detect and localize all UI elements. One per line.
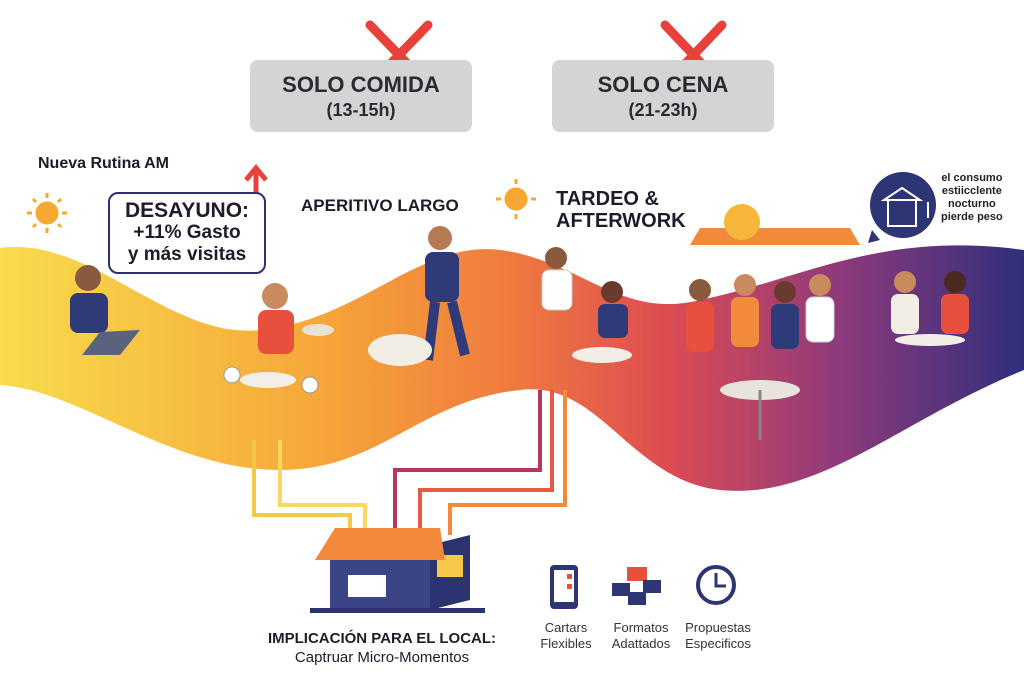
dinner-only-box: SOLO CENA (21-23h) (552, 60, 774, 132)
dinner-only-hours: (21-23h) (628, 100, 698, 120)
night-note-line: nocturno (948, 198, 996, 210)
feature-label: Cartars (544, 620, 588, 635)
feature-label: Propuestas (685, 620, 751, 635)
desayuno-stat: +11% Gasto (133, 222, 241, 243)
connector-line (418, 390, 554, 535)
lunch-only-box: SOLO COMIDA (13-15h) (250, 60, 472, 132)
night-note: el consumo estiicclente nocturno pierde … (941, 172, 1003, 224)
boxes-icon (612, 567, 661, 605)
tardeo-group-illustration (541, 247, 632, 363)
tardeo-line1: TARDEO & (556, 188, 659, 210)
aperitivo-person-illustration (368, 226, 470, 366)
tardeo-label: TARDEO & AFTERWORK (556, 188, 686, 232)
tardeo-line2: AFTERWORK (556, 210, 686, 232)
feature-label: Adattados (611, 636, 671, 651)
feature-label: Formatos (613, 620, 669, 635)
store-icon (310, 528, 485, 613)
lunch-only-hours: (13-15h) (326, 100, 396, 120)
desayuno-visits: y más visitas (127, 244, 247, 265)
night-note-line: estiicclente (941, 185, 1002, 197)
tablet-menu-icon (550, 565, 578, 609)
connector-line (448, 390, 567, 535)
connector-line (252, 440, 352, 540)
implication: IMPLICACIÓN PARA EL LOCAL: Captruar Micr… (262, 630, 502, 666)
connector-line (393, 390, 542, 535)
clock-icon (696, 565, 736, 605)
lunch-only-title: SOLO COMIDA (282, 72, 440, 97)
sun-icon (27, 193, 67, 233)
implication-title: IMPLICACIÓN PARA EL LOCAL: (267, 630, 497, 647)
dinner-only-title: SOLO CENA (597, 72, 729, 97)
connector-line (278, 440, 367, 540)
feature-label: Especificos (685, 636, 751, 651)
night-note-line: pierde peso (941, 211, 1003, 223)
feature-flexible-menus: Cartars Flexibles (536, 620, 596, 652)
terrace-crowd-illustration (686, 204, 860, 440)
sun-icon (496, 179, 536, 219)
morning-label: Nueva Rutina AM (38, 155, 169, 172)
desayuno-bubble: DESAYUNO: +11% Gasto y más visitas (108, 192, 266, 274)
desayuno-title: DESAYUNO: (124, 199, 250, 222)
night-consumption-icon (868, 172, 936, 243)
dinner-couple-illustration (891, 271, 969, 346)
breakfast-table-illustration (223, 283, 334, 394)
wave-band (0, 245, 1024, 491)
aperitivo-label: APERITIVO LARGO (301, 196, 459, 215)
breakfast-person-illustration (70, 265, 140, 355)
implication-subtitle: Captruar Micro-Momentos (294, 649, 470, 666)
feature-label: Flexibles (540, 636, 592, 651)
night-note-line: el consumo (941, 172, 1003, 184)
feature-adapted-formats: Formatos Adattados (606, 620, 676, 652)
feature-specific-proposals: Propuestas Especificos (682, 620, 754, 652)
